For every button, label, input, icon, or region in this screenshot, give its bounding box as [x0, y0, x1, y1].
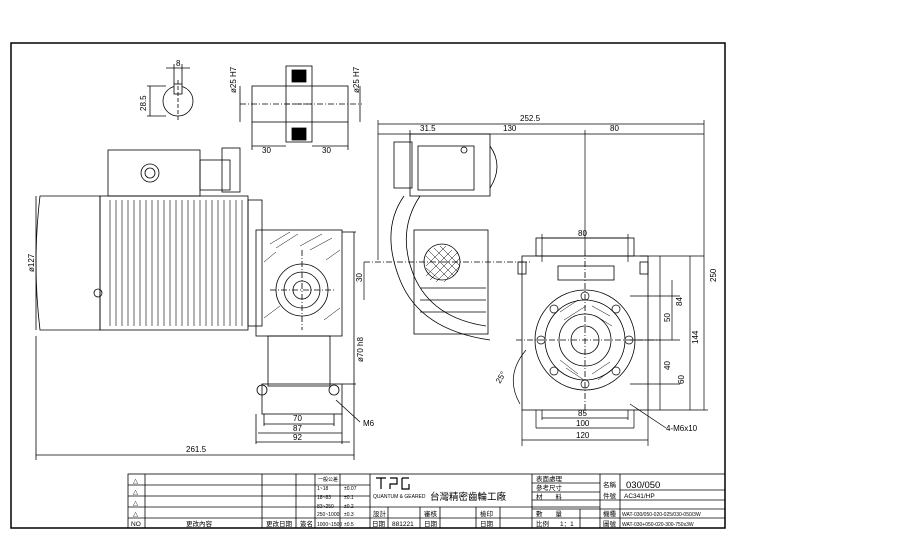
dim-overall-width: 252.5 [520, 114, 541, 123]
dim-height-40: 40 [663, 361, 672, 370]
dim-seg-130: 130 [503, 124, 517, 133]
dim-shaft-dia-right: ø25 H7 [352, 66, 361, 93]
company-name: 台灣精密齒輪工廠 [430, 491, 507, 503]
dim-overall-261-5: 261.5 [186, 445, 207, 454]
gearbox-030-hatch [263, 231, 341, 321]
dim-shaft-len-left: 30 [262, 146, 271, 155]
tol-range-2: 18~83 [317, 495, 331, 501]
dim-height-144: 144 [691, 330, 700, 344]
dim-base-87: 87 [293, 424, 302, 433]
tol-value-3: ±0.2 [344, 504, 354, 510]
drawing-no-label: 圖號 [603, 519, 617, 528]
dim-base-70: 70 [293, 414, 302, 423]
rev-mark-1: △ [133, 478, 139, 485]
col-no: NO [131, 521, 141, 528]
tol-value-2: ±0.1 [344, 495, 354, 501]
dim-offset-30: 30 [355, 273, 364, 282]
dim-base-92: 92 [293, 433, 302, 442]
part-value: AC341/HP [624, 493, 655, 500]
tol-range-4: 250~1000 [317, 512, 340, 518]
designer-label: 設計 [373, 509, 387, 518]
front-view-top-motor [390, 133, 498, 341]
gearbox-050-bolt-holes [536, 291, 634, 389]
tol-value-1: ±0.07 [344, 486, 357, 492]
remark-material: 材 料 [536, 492, 563, 501]
dim-thread-m6: M6 [363, 419, 375, 428]
dim-foot-120: 120 [576, 431, 590, 440]
dim-seg-80-mid: 80 [578, 229, 587, 238]
checker-label: 檢印 [480, 509, 493, 518]
dim-height-60: 60 [677, 375, 686, 384]
gearbox-050-hatch [559, 299, 615, 381]
gearbox-030 [255, 229, 361, 444]
dim-flange-dia: ø70 h8 [356, 337, 365, 362]
dim-height-50: 50 [663, 313, 672, 322]
drawing-no-value: WAT-030+050-020-300-750x3W [622, 522, 694, 528]
dim-key-height: 28.5 [139, 95, 148, 111]
dim-foot-85: 85 [578, 409, 587, 418]
date-label: 日期 [372, 520, 386, 528]
col-content: 更改內容 [186, 519, 213, 528]
company-logo [376, 477, 410, 490]
qty-label: 數 量 [536, 509, 563, 518]
rev-mark-3: △ [133, 500, 139, 507]
tolerance-header: 一般公差 [318, 476, 338, 483]
dim-angle-25: 25° [494, 370, 508, 385]
date-label-2: 日期 [424, 520, 438, 528]
dim-height-250: 250 [709, 268, 718, 282]
hollow-shaft [239, 65, 362, 150]
tol-range-3: 83~250 [317, 504, 334, 510]
motor-fins [109, 200, 243, 326]
date-label-3: 日期 [480, 520, 494, 528]
name-label: 名稱 [603, 480, 617, 489]
dim-shaft-len-right: 30 [322, 146, 331, 155]
worm-crosshatch [425, 245, 461, 283]
col-sign: 簽名 [300, 519, 313, 528]
dim-shaft-dia-left: ø25 H7 [229, 66, 238, 93]
front-view-worm [364, 229, 530, 335]
front-view-gearbox-050 [516, 237, 660, 414]
part-label: 件號 [603, 491, 617, 500]
dim-seg-80-top: 80 [610, 124, 619, 133]
dim-motor-dia: ø127 [27, 253, 36, 272]
date-value: 881221 [392, 521, 414, 528]
title-block-grid [127, 473, 726, 529]
approver-label: 審核 [424, 509, 438, 518]
dim-key-width: 8 [176, 59, 181, 68]
keyway-detail [147, 64, 194, 122]
dim-seg-31-5: 31.5 [420, 124, 436, 133]
col-date: 更改日期 [266, 519, 293, 528]
tol-range-1: 1~18 [317, 486, 328, 492]
dim-holes: 4-M6x10 [666, 424, 698, 433]
scale-label: 比例 [536, 519, 549, 528]
scale-value: 1：1 [560, 521, 574, 528]
tol-range-5: 1000~1500 [317, 522, 342, 528]
dim-foot-100: 100 [576, 419, 590, 428]
remark-reference: 參考尺寸 [536, 483, 563, 492]
rev-mark-2: △ [133, 489, 139, 496]
model-label: 機種 [603, 509, 617, 518]
front-view-dim-lines [363, 120, 708, 446]
remark-surface: 表面處理 [536, 474, 563, 483]
name-value: 030/050 [626, 480, 660, 491]
company-sub: QUANTUM & GEARED [373, 494, 426, 500]
tol-value-4: ±0.3 [344, 512, 354, 518]
dim-line-overall [35, 336, 355, 460]
dim-height-84: 84 [675, 297, 684, 306]
motor-side-view [35, 147, 263, 331]
model-value: WAT-030/050-020-025/030-050/3W [622, 512, 701, 518]
tol-value-5: ±0.5 [344, 522, 354, 528]
rev-mark-4: △ [133, 511, 139, 518]
